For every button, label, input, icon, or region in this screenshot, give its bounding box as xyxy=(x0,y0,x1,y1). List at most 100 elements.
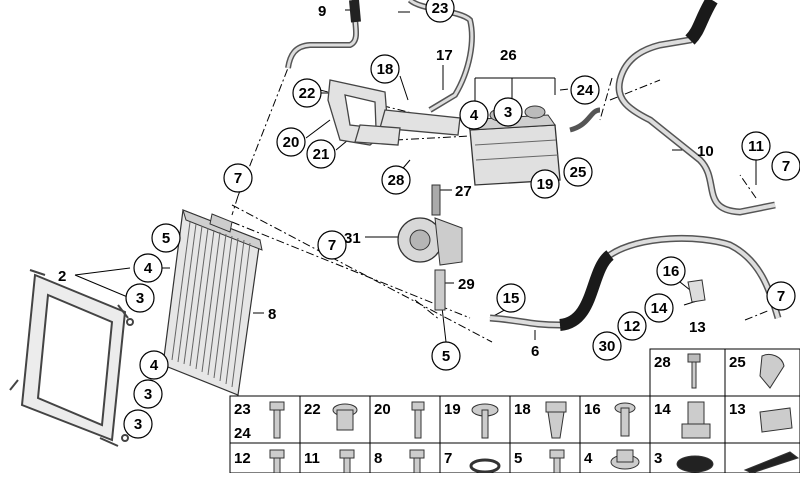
grid-label-11: 11 xyxy=(304,450,320,467)
callout-2: 2 xyxy=(58,268,66,285)
callout-20-badge: 20 xyxy=(276,127,306,157)
grid-label-7: 7 xyxy=(444,450,452,467)
grid-label-24: 24 xyxy=(234,425,251,442)
callout-5a-badge: 5 xyxy=(151,223,181,253)
callout-13-badge: 12 xyxy=(617,311,647,341)
grid-label-4: 4 xyxy=(584,450,593,467)
grid-label-8: 8 xyxy=(374,450,382,467)
callout-16: 16 xyxy=(663,263,680,280)
callout-4a: 4 xyxy=(470,107,479,124)
grid-label-3: 3 xyxy=(654,450,662,467)
callout-31: 31 xyxy=(344,230,361,247)
callout-25-badge: 25 xyxy=(563,157,593,187)
callout-4b-badge: 4 xyxy=(133,253,163,283)
callout-22-badge: 22 xyxy=(292,78,322,108)
callout-26: 26 xyxy=(500,47,517,64)
callout-7c-badge: 7 xyxy=(317,230,347,260)
water-pump xyxy=(397,184,463,266)
callout-4c: 3 xyxy=(144,386,152,403)
pipe-29-30 xyxy=(434,269,446,311)
pad-icon xyxy=(743,451,800,474)
callout-12-badge: 30 xyxy=(592,331,622,361)
callout-7d: 7 xyxy=(777,288,785,305)
grid-label-5: 5 xyxy=(514,450,522,467)
callout-23-badge: 23 xyxy=(425,0,455,23)
callout-24-badge: 24 xyxy=(570,75,600,105)
screw-icon-28 xyxy=(687,353,701,389)
callout-7b-badge: 7 xyxy=(223,163,253,193)
callout-19: 19 xyxy=(537,176,554,193)
bolt-icon-8 xyxy=(409,449,425,474)
callout-27: 27 xyxy=(455,183,472,200)
callout-23: 23 xyxy=(432,0,449,17)
callout-3c: 3 xyxy=(134,416,142,433)
callout-15: 13 xyxy=(689,319,706,336)
callout-12: 30 xyxy=(599,338,616,355)
callout-21-badge: 21 xyxy=(306,139,336,169)
callout-30-badge: 5 xyxy=(431,341,461,371)
grid-label-28: 28 xyxy=(654,354,671,371)
callout-17: 17 xyxy=(436,47,453,64)
callout-5b: 4 xyxy=(150,357,159,374)
callout-8: 15 xyxy=(503,290,520,307)
brackets xyxy=(327,79,461,146)
callout-7d-badge: 7 xyxy=(766,281,796,311)
callout-3a-badge: 3 xyxy=(493,97,523,127)
callout-10: 10 xyxy=(697,143,714,160)
grid-label-13: 13 xyxy=(729,401,746,418)
callout-14-badge: 14 xyxy=(644,293,674,323)
hose-10 xyxy=(615,0,776,216)
callout-6: 6 xyxy=(531,343,539,360)
callout-24: 24 xyxy=(577,82,594,99)
nut-icon-22 xyxy=(332,403,358,431)
callout-18: 18 xyxy=(377,61,394,78)
callout-5a: 5 xyxy=(162,230,170,247)
callout-3a: 3 xyxy=(504,104,512,121)
callout-29: 29 xyxy=(458,276,475,293)
callout-14: 14 xyxy=(651,300,668,317)
callout-3b-badge: 3 xyxy=(125,283,155,313)
cooler-frame xyxy=(9,269,134,447)
callout-8-badge: 15 xyxy=(496,283,526,313)
callout-7a-badge: 7 xyxy=(771,151,800,181)
callout-7c: 7 xyxy=(328,237,336,254)
callout-13: 12 xyxy=(624,318,641,335)
grid-label-19: 19 xyxy=(444,401,461,418)
grid-label-16: 16 xyxy=(584,401,601,418)
callouts: 9 17 26 10 27 31 2 29 8 13 6 23 18 22 4 … xyxy=(58,0,800,439)
parts-grid: 28 25 23 24 22 20 19 18 16 14 13 xyxy=(229,348,800,474)
callout-16-badge: 16 xyxy=(656,256,686,286)
callout-4c-badge: 3 xyxy=(133,379,163,409)
bolt-icon-23 xyxy=(269,401,285,439)
grommet-icon-3 xyxy=(676,455,714,473)
callout-28-badge: 28 xyxy=(381,165,411,195)
callout-3c-badge: 3 xyxy=(123,409,153,439)
grid-label-14: 14 xyxy=(654,401,671,418)
callout-19-badge: 19 xyxy=(530,169,560,199)
grid-label-20: 20 xyxy=(374,401,391,418)
callout-1: 8 xyxy=(268,306,276,323)
callout-11: 11 xyxy=(748,138,764,155)
clamp-icon-13 xyxy=(759,407,793,433)
oil-cooler xyxy=(162,209,263,396)
nut-icon-18 xyxy=(545,401,567,439)
sleeve-icon-14 xyxy=(681,401,711,439)
callout-30: 5 xyxy=(442,348,450,365)
callout-4b: 4 xyxy=(144,260,153,277)
callout-28: 28 xyxy=(388,172,405,189)
callout-22: 22 xyxy=(299,85,316,102)
grid-label-12: 12 xyxy=(234,450,251,467)
callout-4a-badge: 4 xyxy=(459,100,489,130)
callout-18-badge: 18 xyxy=(370,54,400,84)
grid-label-18: 18 xyxy=(514,401,531,418)
callout-3b: 3 xyxy=(136,290,144,307)
grid-label-23: 23 xyxy=(234,401,251,418)
callout-21: 21 xyxy=(313,146,330,163)
callout-9: 9 xyxy=(318,3,326,20)
callout-5b-badge: 4 xyxy=(139,350,169,380)
bolt-icon-19 xyxy=(471,403,499,439)
callout-20: 20 xyxy=(283,134,300,151)
callout-7a: 7 xyxy=(782,158,790,175)
